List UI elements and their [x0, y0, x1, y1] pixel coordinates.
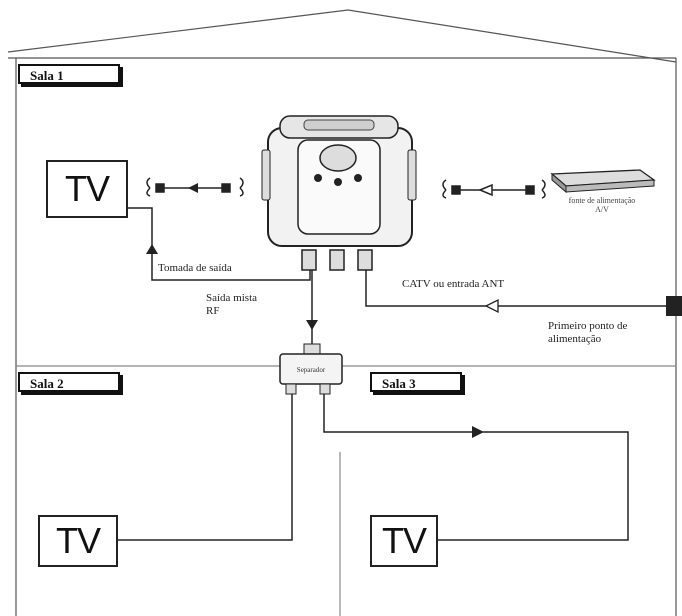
room-label-sala-3: Sala 3 [370, 372, 462, 392]
output-socket-line [128, 207, 311, 281]
flow-arrow-up [146, 244, 158, 254]
room-label-sala-1: Sala 1 [18, 64, 120, 84]
cable-power-supply [442, 179, 546, 199]
power-source-label: fonte de alimentação A/V [568, 196, 636, 214]
flow-arrow-down [306, 320, 318, 330]
splitter-label: Separador [296, 366, 326, 374]
wall-entry-point [666, 296, 682, 316]
amplifier-device [261, 115, 417, 271]
output-socket-label: Tomada de saída [158, 262, 232, 274]
catv-in-label: CATV ou entrada ANT [402, 278, 505, 290]
catv-in-line [365, 270, 666, 307]
rf-out-label: Saída mista RF [206, 292, 258, 317]
house-outline [7, 9, 677, 616]
power-supply-device [550, 169, 656, 194]
tv-sala-1: TV [46, 160, 128, 218]
flow-arrow-right [472, 426, 484, 438]
cable-room3 [323, 394, 629, 541]
tv-sala-2: TV [38, 515, 118, 567]
cable-room2 [118, 394, 293, 541]
tv-sala-3: TV [370, 515, 438, 567]
room-label-sala-2: Sala 2 [18, 372, 120, 392]
first-point-label: Primeiro ponto de alimentação [548, 320, 628, 345]
flow-arrow-left [484, 298, 499, 314]
cable-tv1 [146, 177, 244, 197]
signal-splitter [279, 343, 343, 395]
